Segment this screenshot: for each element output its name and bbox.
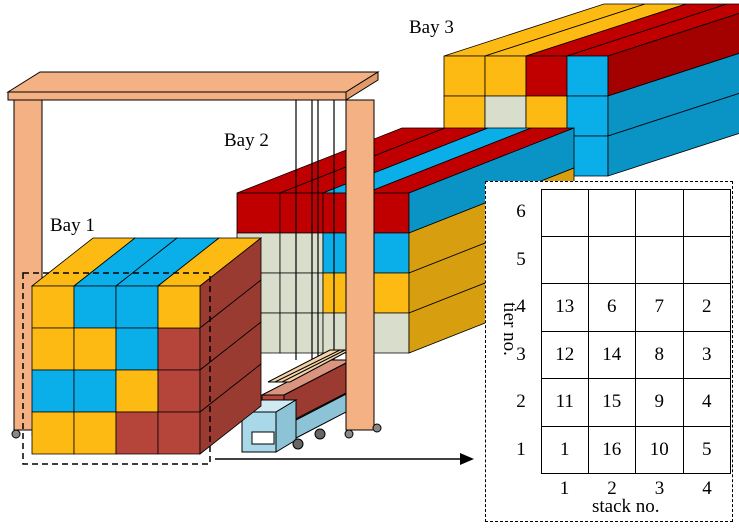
container-side bbox=[607, 93, 739, 177]
slot-cell bbox=[683, 189, 731, 237]
bay-1-highlight-box bbox=[22, 272, 211, 465]
slot-cell: 5 bbox=[683, 426, 731, 474]
slot-cell: 10 bbox=[636, 426, 684, 474]
container-side bbox=[607, 13, 739, 97]
container-face bbox=[157, 369, 201, 413]
container-face bbox=[73, 285, 117, 329]
slot-cell bbox=[541, 189, 589, 237]
container-face bbox=[73, 369, 117, 413]
container-face bbox=[279, 272, 324, 314]
slot-cell bbox=[636, 236, 684, 284]
slot-cell: 11 bbox=[541, 379, 589, 427]
slot-cell bbox=[683, 236, 731, 284]
container-face bbox=[157, 285, 201, 329]
tier-number: 3 bbox=[516, 343, 526, 365]
slot-cell bbox=[541, 236, 589, 284]
stack-number: 3 bbox=[654, 478, 665, 499]
container-face bbox=[279, 312, 324, 354]
container-face bbox=[115, 411, 159, 455]
slot-cell: 2 bbox=[683, 284, 731, 332]
slot-cell bbox=[588, 189, 636, 237]
tier-number: 5 bbox=[516, 248, 526, 270]
bay-1-stack bbox=[30, 237, 263, 455]
slot-cell: 15 bbox=[588, 379, 636, 427]
slot-cell: 3 bbox=[683, 331, 731, 379]
container-face bbox=[279, 192, 324, 234]
bay-layout-panel bbox=[485, 181, 733, 522]
container-face bbox=[31, 411, 75, 455]
container-face bbox=[236, 192, 281, 234]
container-face bbox=[484, 55, 527, 97]
slot-cell: 8 bbox=[636, 331, 684, 379]
stack-number: 1 bbox=[559, 478, 570, 499]
crane-right-leg bbox=[344, 99, 382, 439]
container-face bbox=[443, 55, 486, 97]
container-face bbox=[31, 369, 75, 413]
slot-cell bbox=[588, 236, 636, 284]
stack-number: 2 bbox=[607, 478, 617, 499]
container-face bbox=[73, 327, 117, 371]
container-face bbox=[115, 327, 159, 371]
container-face bbox=[115, 369, 159, 413]
slot-cell: 12 bbox=[541, 331, 589, 379]
bay-1-label: Bay 1 bbox=[50, 215, 95, 236]
container-face bbox=[157, 327, 201, 371]
crane-cables bbox=[295, 100, 335, 360]
tier-number: 1 bbox=[516, 438, 526, 460]
tier-number: 2 bbox=[516, 391, 526, 412]
container-side bbox=[199, 363, 262, 455]
container-face bbox=[31, 285, 75, 329]
truck bbox=[240, 349, 353, 453]
container-face bbox=[73, 411, 117, 455]
container-face bbox=[31, 327, 75, 371]
slot-cell bbox=[636, 189, 684, 237]
tier-axis-title: tier no. bbox=[498, 302, 520, 356]
bay-3-label: Bay 3 bbox=[409, 17, 454, 38]
container-face bbox=[525, 55, 568, 97]
slot-cell: 16 bbox=[588, 426, 636, 474]
slot-cell: 7 bbox=[636, 284, 684, 332]
stack-axis-title: stack no. bbox=[592, 496, 660, 517]
container-face bbox=[279, 232, 324, 274]
tier-number: 4 bbox=[516, 296, 526, 317]
container-face bbox=[566, 55, 609, 97]
tier-number: 6 bbox=[516, 201, 526, 222]
container-side bbox=[607, 53, 739, 137]
slot-cell: 1 bbox=[541, 426, 589, 474]
container-face bbox=[157, 411, 201, 455]
container-face bbox=[115, 285, 159, 329]
slot-cell: 14 bbox=[588, 331, 636, 379]
zoom-arrow-head bbox=[460, 453, 474, 465]
slot-cell: 6 bbox=[588, 284, 636, 332]
stack-number: 4 bbox=[702, 478, 712, 499]
bay-2-label: Bay 2 bbox=[224, 130, 269, 151]
slot-cell: 9 bbox=[636, 379, 684, 427]
slot-cell: 4 bbox=[683, 379, 731, 427]
slot-cell: 13 bbox=[541, 284, 589, 332]
